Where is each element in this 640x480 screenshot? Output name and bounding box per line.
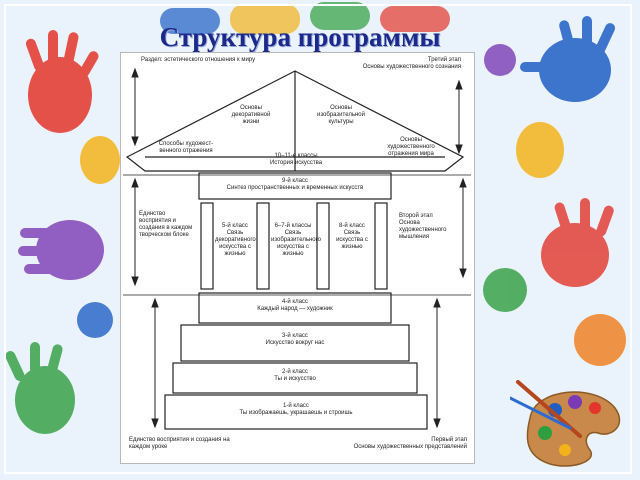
eave-right-label: Основы художественного отражения мира <box>387 137 435 157</box>
step-label: 3-й класс Искусство вокруг нас <box>265 333 325 346</box>
left-top-note: Раздел: эсте­тическо­го отно­ше­ния к ми… <box>141 57 256 63</box>
paintbrush-icon <box>510 380 582 438</box>
column-label: 5-й класс Связь декоративного искусства … <box>215 223 256 257</box>
step-label: 2-й класс Ты и искусство <box>274 369 316 382</box>
roof-right-label: Основы изобразительной культуры <box>317 105 365 125</box>
hand-print-icon <box>541 198 614 287</box>
hand-print-icon <box>18 220 104 280</box>
step-label: 4-й класс Каждый народ — художник <box>257 299 333 312</box>
frieze-box <box>198 172 392 200</box>
eave-center-label: 10–11-е классы История искусства <box>269 153 323 166</box>
step-box <box>180 324 410 362</box>
step-label: 1-й класс Ты изображаешь, украшаешь и ст… <box>239 403 353 416</box>
palette-icon <box>510 380 621 467</box>
column <box>374 202 388 290</box>
column <box>256 202 270 290</box>
bottom-right-note: Первый этап Основы художественных предст… <box>353 437 467 450</box>
column <box>316 202 330 290</box>
roof-left-label: Основы декоративной жизни <box>231 105 271 125</box>
column-label: 6–7-й классы Связь изобразительного иску… <box>271 223 322 257</box>
roof-outline <box>125 70 465 172</box>
left-mid-note: Единство восприятия и создания в каждом … <box>139 211 193 238</box>
step-box <box>172 362 418 394</box>
column-label: 8-й класс Связь искусства с жизнью <box>336 223 368 250</box>
step-box <box>164 394 428 430</box>
right-mid-note: Второй этап Основа художественного мышле… <box>399 213 447 240</box>
eave-left-label: Способы художест­венного отражения <box>158 141 214 154</box>
step-box <box>198 292 392 324</box>
hand-print-icon <box>160 2 450 34</box>
hand-print-icon <box>520 16 616 102</box>
column <box>200 202 214 290</box>
right-top-note: Третий этап Основы художественного созна… <box>362 57 461 70</box>
hand-print-icon <box>25 30 99 133</box>
bottom-left-note: Единство восприятия и создания на каждом… <box>129 437 230 450</box>
program-structure-diagram <box>123 67 471 430</box>
page-title: Структура программы <box>159 22 441 52</box>
hand-print-icon <box>80 122 564 184</box>
hand-print-icon <box>77 44 626 366</box>
frieze-label: 9-й класс Синтез пространственных и врем… <box>226 178 364 191</box>
hand-print-icon <box>5 342 75 434</box>
diagram-sheet: Раздел: эсте­тическо­го отно­ше­ния к ми… <box>120 52 475 464</box>
